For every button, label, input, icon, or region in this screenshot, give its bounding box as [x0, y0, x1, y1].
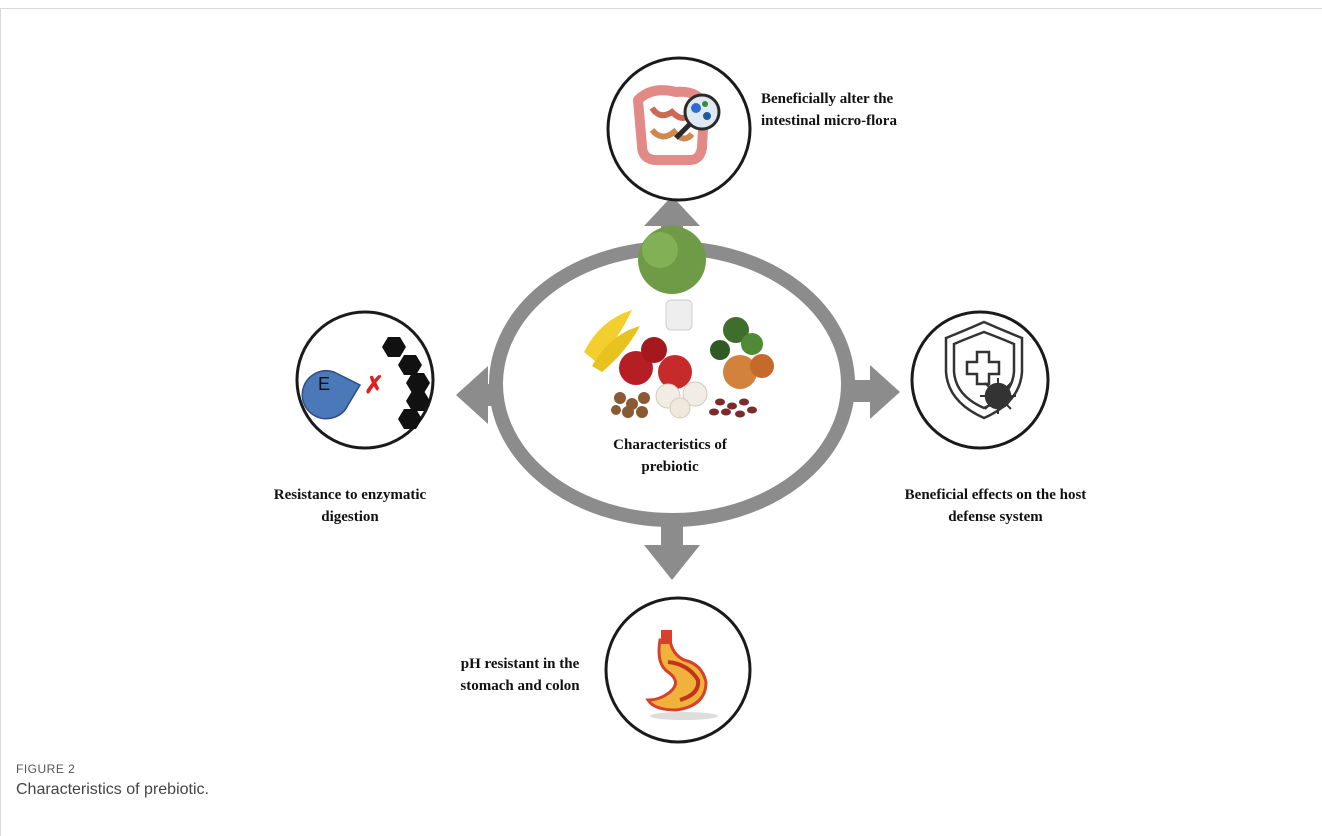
figure-caption-text: Characteristics of prebiotic.: [16, 781, 209, 798]
node-right-label: Beneficial effects on the host defense s…: [904, 487, 1087, 525]
node-bottom-label: pH resistant in the stomach and colon: [460, 656, 580, 694]
figure-caption: FIGURE 2 Characteristics of prebiotic.: [16, 760, 209, 802]
node-top-label: Beneficially alter the intestinal micro-…: [761, 91, 897, 129]
shield-virus-icon: [944, 320, 1024, 420]
intestine-microscope-icon: [633, 85, 721, 165]
enzyme-letter: E: [318, 374, 330, 394]
figure-number: FIGURE 2: [16, 762, 76, 776]
vegetables-image: [584, 226, 774, 419]
prebiotic-diagram: E ✗: [295, 56, 1050, 744]
arrow-right: [850, 365, 900, 419]
enzyme-blocked-icon: E ✗: [301, 337, 430, 429]
center-label: Characteristics of prebiotic: [613, 437, 727, 475]
block-mark-icon: ✗: [364, 372, 384, 399]
node-top-circle: [606, 56, 752, 202]
frame-left-rule: [0, 8, 1, 836]
node-left-label: Resistance to enzymatic digestion: [273, 487, 427, 525]
stomach-icon: [645, 630, 718, 720]
frame-top-rule: [0, 8, 1322, 9]
